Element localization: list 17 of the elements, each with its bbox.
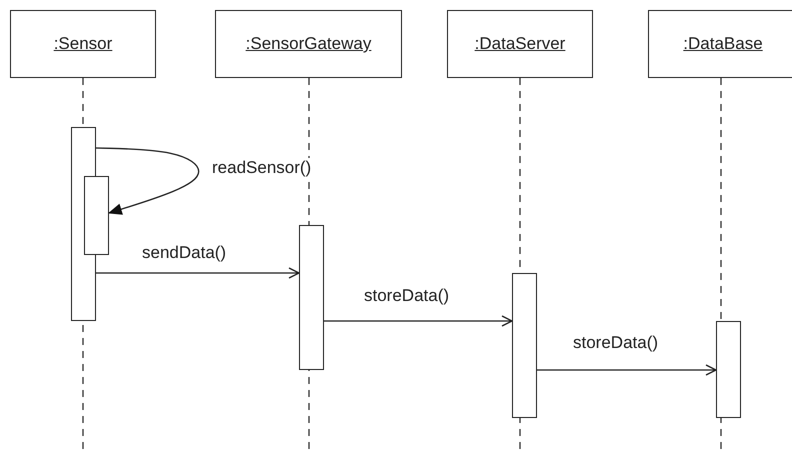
object-name: :DataBase <box>683 34 763 54</box>
object-box <box>215 10 402 78</box>
message-arrow <box>324 315 513 327</box>
message-arrow <box>96 267 300 279</box>
object-name: :Sensor <box>54 34 112 54</box>
message-arrow <box>96 147 200 215</box>
message-arrow <box>537 364 717 376</box>
activation-bar <box>512 273 537 418</box>
object-box <box>447 10 593 78</box>
message-label: readSensor() <box>210 158 314 178</box>
activation-bar <box>716 321 741 418</box>
object-box <box>10 10 156 78</box>
activation-bar <box>299 225 324 370</box>
object-name: :DataServer <box>474 34 566 54</box>
activation-bar <box>84 176 109 255</box>
object-name: :SensorGateway <box>246 34 372 54</box>
object-box <box>648 10 792 78</box>
